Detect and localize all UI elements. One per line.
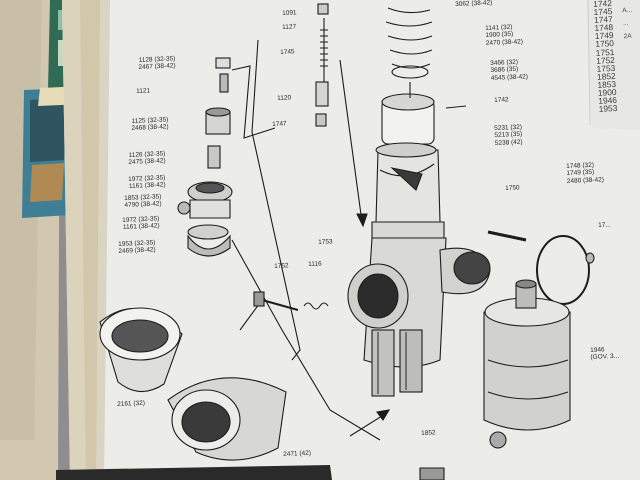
index-sub-entry: 2A	[623, 32, 632, 41]
label-1126: 1126 (32-35) 2475 (38-42)	[128, 150, 166, 167]
label-1748: 1748 (32) 1749 (35) 2480 (38-42)	[566, 161, 605, 185]
label-1747-a: 1747	[272, 120, 287, 128]
label-1127: 1127	[282, 23, 297, 31]
bottom-banner	[56, 465, 332, 480]
label-1753: 1753	[318, 238, 333, 246]
page-gutter-stain	[62, 0, 100, 480]
label-2471: 2471 (42)	[283, 449, 312, 458]
index-sub-column: A...... 2A	[622, 4, 634, 43]
label-3466: 3466 (32) 3686 (35) 4545 (38-42)	[490, 58, 529, 82]
label-1141: 1141 (32) 1900 (35) 2470 (38-42)	[485, 23, 524, 47]
label-1745: 1745	[280, 48, 295, 56]
label-5231: 5231 (32) 5213 (35) 5238 (42)	[494, 123, 523, 147]
label-1116: 1116	[308, 260, 322, 268]
label-1125: 1125 (32-35) 2468 (38-42)	[131, 116, 169, 133]
label-1953: 1953 (32-35) 2469 (38-42)	[118, 239, 156, 256]
label-2161: 2161 (32)	[117, 399, 146, 408]
label-1120: 1120	[277, 94, 292, 102]
guide-line	[231, 239, 381, 441]
label-1853: 1853 (32-35) 4790 (38-42)	[124, 193, 162, 210]
index-sub-entry: A...	[622, 6, 633, 15]
label-1750: 1750	[505, 184, 520, 192]
label-1972-a: 1972 (32-35) 1161 (38-42)	[128, 174, 166, 191]
index-strip	[586, 0, 640, 130]
label-1128: 1128 (32-35) 2467 (38-42)	[138, 55, 176, 72]
diagram-linework	[99, 3, 595, 480]
label-1852: 1852	[421, 429, 436, 437]
label-1946: 1946 (GOV. 3...	[590, 346, 620, 362]
bracket-left	[231, 65, 276, 139]
label-1742: 1742	[494, 96, 509, 104]
label-1091: 1091	[282, 9, 297, 17]
label-1972-b: 1972 (32-35) 1161 (38-42)	[122, 215, 160, 232]
label-17xx: 17...	[598, 221, 611, 229]
label-1121: 1121	[136, 87, 151, 95]
index-sub-entry: ...	[622, 19, 629, 28]
label-1752: 1752	[274, 262, 289, 270]
